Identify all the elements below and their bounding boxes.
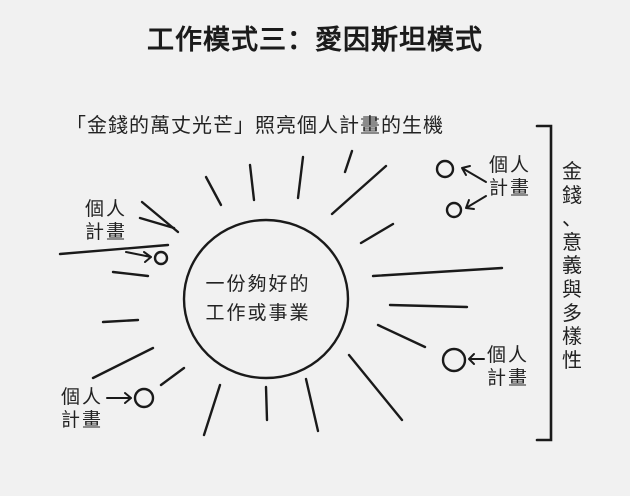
side-label-char: 性	[562, 347, 582, 372]
sun-ray	[264, 385, 269, 422]
project-label-line: 計畫	[488, 176, 531, 199]
sun-ray	[388, 303, 469, 309]
project-label-line: 計畫	[60, 408, 103, 431]
sun-ray	[359, 222, 395, 245]
side-label-char: 多	[562, 300, 582, 325]
sun-ray	[101, 318, 140, 324]
project-circle	[153, 250, 169, 266]
sun-ray	[248, 163, 256, 202]
arrow	[461, 165, 487, 183]
side-label-char: 、	[562, 206, 582, 231]
center-label-line: 一份夠好的	[205, 273, 311, 295]
sun-ray	[111, 270, 150, 278]
arrow	[125, 251, 152, 263]
project-label-line: 個人	[60, 386, 103, 408]
project-circle	[435, 159, 455, 179]
sun-ray	[159, 366, 186, 387]
project-circle	[441, 347, 467, 373]
side-label: 金 錢 、 意 義 與 多 樣 性	[558, 159, 586, 372]
project-label-line: 個人	[486, 344, 529, 366]
project-label-line: 計畫	[486, 366, 529, 389]
project-label: 個人 計畫	[482, 344, 534, 390]
arrow	[468, 353, 485, 365]
arrow	[106, 392, 132, 404]
sun-ray	[140, 200, 180, 234]
sun-ray	[202, 383, 222, 437]
sun-ray	[58, 243, 170, 256]
project-label: 個人 計畫	[80, 198, 132, 244]
project-label-line: 個人	[488, 154, 531, 176]
side-label-char: 金	[562, 159, 582, 183]
sun-ray	[343, 149, 354, 174]
sun-rays	[58, 149, 504, 437]
project-label: 個人 計畫	[484, 154, 536, 200]
side-label-char: 樣	[562, 324, 582, 349]
project-circle	[445, 201, 463, 219]
sun-ray	[304, 377, 320, 433]
project-label-line: 計畫	[84, 220, 127, 243]
center-label-line: 工作或事業	[205, 302, 311, 325]
project-label: 個人 計畫	[56, 386, 108, 432]
project-circle	[133, 387, 155, 409]
caption-text: 「金錢的萬丈光芒」照亮個人計畫的生機	[66, 113, 444, 137]
sun-ray	[296, 155, 305, 200]
side-label-char: 義	[562, 253, 582, 278]
sun-ray	[347, 353, 404, 422]
sun-ray	[330, 164, 388, 216]
sun-ray	[91, 346, 155, 380]
center-label: 一份夠好的 工作或事業	[178, 270, 338, 329]
project-label-line: 個人	[84, 198, 127, 220]
side-label-char: 錢	[562, 182, 582, 207]
sun-ray	[138, 216, 176, 230]
sun-ray	[204, 175, 223, 207]
diagram-title: 工作模式三：愛因斯坦模式	[147, 25, 483, 56]
side-label-char: 與	[562, 276, 582, 301]
sun-ray	[371, 266, 504, 278]
sun-circle	[182, 218, 350, 380]
arrow	[465, 195, 487, 210]
right-bracket	[535, 124, 553, 442]
side-label-char: 意	[562, 229, 582, 254]
sun-ray	[376, 323, 427, 349]
arrows	[106, 165, 487, 404]
